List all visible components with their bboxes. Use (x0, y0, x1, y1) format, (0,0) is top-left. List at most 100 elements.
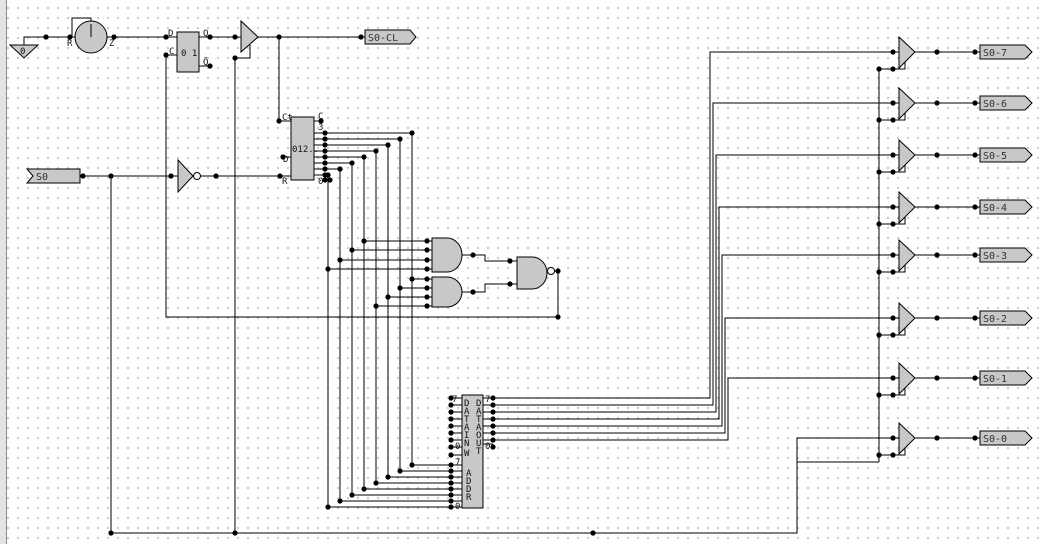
output-s0-6[interactable]: S0-6 (979, 95, 1033, 111)
wire[interactable] (483, 254, 899, 427)
wire[interactable] (879, 448, 906, 456)
junction-dot (213, 173, 219, 179)
clock-buffer[interactable] (240, 19, 259, 54)
output-buffer-6[interactable]: S0-1 (898, 361, 1033, 396)
wire[interactable] (483, 102, 899, 406)
junction-dot (470, 289, 476, 295)
clock-generator[interactable]: R Z (67, 17, 115, 54)
junction-dot (490, 416, 496, 422)
output-buffer-3[interactable]: S0-4 (898, 190, 1033, 225)
wire[interactable] (23, 36, 75, 45)
wire[interactable] (278, 37, 291, 122)
wire[interactable] (879, 113, 906, 121)
output-s0-cl-label: S0-CL (368, 33, 398, 44)
flip-flop[interactable]: 0 1 D C Q Q̄ (168, 29, 208, 73)
junction-dot (448, 430, 454, 436)
output-label: S0-0 (983, 434, 1007, 445)
output-s0-cl[interactable]: S0-CL (364, 29, 417, 45)
input-s0[interactable]: S0 (25, 168, 81, 184)
wire[interactable] (110, 176, 879, 534)
output-s0-5[interactable]: S0-5 (979, 147, 1033, 163)
output-s0-3[interactable]: S0-3 (979, 247, 1033, 263)
wire[interactable] (314, 138, 462, 472)
junction-dot (934, 315, 940, 321)
wire[interactable] (555, 270, 559, 317)
wire[interactable] (879, 217, 906, 225)
clock-pin-z: Z (109, 39, 115, 49)
and-gate-bottom[interactable] (431, 276, 463, 308)
ram-dataout-lsb: 0 (485, 442, 490, 452)
junction-dot (67, 34, 73, 40)
junction-dot (276, 34, 282, 40)
inverter[interactable] (177, 158, 201, 194)
junction-dot (448, 409, 454, 415)
counter-pin-ct: Ct (282, 113, 293, 123)
output-s0-2[interactable]: S0-2 (979, 310, 1033, 326)
wire[interactable] (165, 55, 558, 318)
output-buffer-1[interactable]: S0-6 (898, 86, 1033, 121)
output-s0-1[interactable]: S0-1 (979, 370, 1033, 386)
counter[interactable]: 012.. Ct C 3 D R 0 (282, 112, 323, 187)
junction-dot (890, 49, 896, 55)
junction-dot (80, 173, 86, 179)
junction-dot (555, 314, 561, 320)
junction-dot (876, 392, 882, 398)
output-label: S0-7 (983, 48, 1007, 59)
junction-dot (424, 276, 430, 282)
junction-dot (448, 492, 454, 498)
wire[interactable] (483, 206, 899, 420)
constant-value: 0 (20, 47, 25, 57)
wire[interactable] (314, 156, 462, 490)
junction-dot (890, 315, 896, 321)
junction-dot (490, 395, 496, 401)
wire[interactable] (879, 165, 906, 173)
junction-dot (424, 303, 430, 309)
output-s0-4[interactable]: S0-4 (979, 199, 1033, 215)
output-buffer-2[interactable]: S0-5 (898, 138, 1033, 173)
wire[interactable] (483, 317, 899, 434)
wire[interactable] (879, 265, 906, 273)
junction-dot (232, 55, 238, 61)
output-s0-7[interactable]: S0-7 (979, 44, 1033, 60)
wire[interactable] (314, 150, 462, 484)
junction-dot (490, 437, 496, 443)
wire[interactable] (879, 328, 906, 336)
output-label: S0-3 (983, 251, 1007, 262)
junction-dot (490, 430, 496, 436)
and-gate-top[interactable] (431, 237, 463, 273)
ram-datain-lsb: 0 (455, 442, 460, 452)
wire[interactable] (879, 62, 906, 70)
wire[interactable] (314, 174, 462, 508)
wire[interactable] (314, 144, 462, 478)
wire[interactable] (483, 51, 899, 399)
wire[interactable] (314, 132, 462, 466)
output-buffer-7[interactable]: S0-0 (898, 421, 1033, 456)
junction-dot (232, 530, 238, 536)
output-buffer-5[interactable]: S0-2 (898, 301, 1033, 336)
junction-dot (890, 152, 896, 158)
junction-dot (322, 142, 328, 148)
junction-dot (361, 154, 367, 160)
junction-dot (277, 173, 283, 179)
output-s0-0[interactable]: S0-0 (979, 430, 1033, 446)
output-label: S0-6 (983, 99, 1007, 110)
output-buffer-4[interactable]: S0-3 (898, 238, 1033, 273)
wire[interactable] (879, 388, 906, 396)
ram-dataout-msb: 7 (485, 395, 490, 405)
wire[interactable] (483, 154, 899, 413)
junction-dot (490, 423, 496, 429)
counter-pin-r: R (282, 177, 288, 187)
wire[interactable] (483, 377, 899, 441)
wire[interactable] (235, 45, 251, 59)
wire[interactable] (314, 162, 462, 496)
constant-zero[interactable]: 0 (8, 44, 40, 59)
wire[interactable] (796, 437, 899, 462)
junction-dot (424, 257, 430, 263)
nand-gate[interactable] (516, 256, 555, 290)
junction-dot (972, 375, 978, 381)
output-buffer-0[interactable]: S0-7 (898, 35, 1033, 70)
